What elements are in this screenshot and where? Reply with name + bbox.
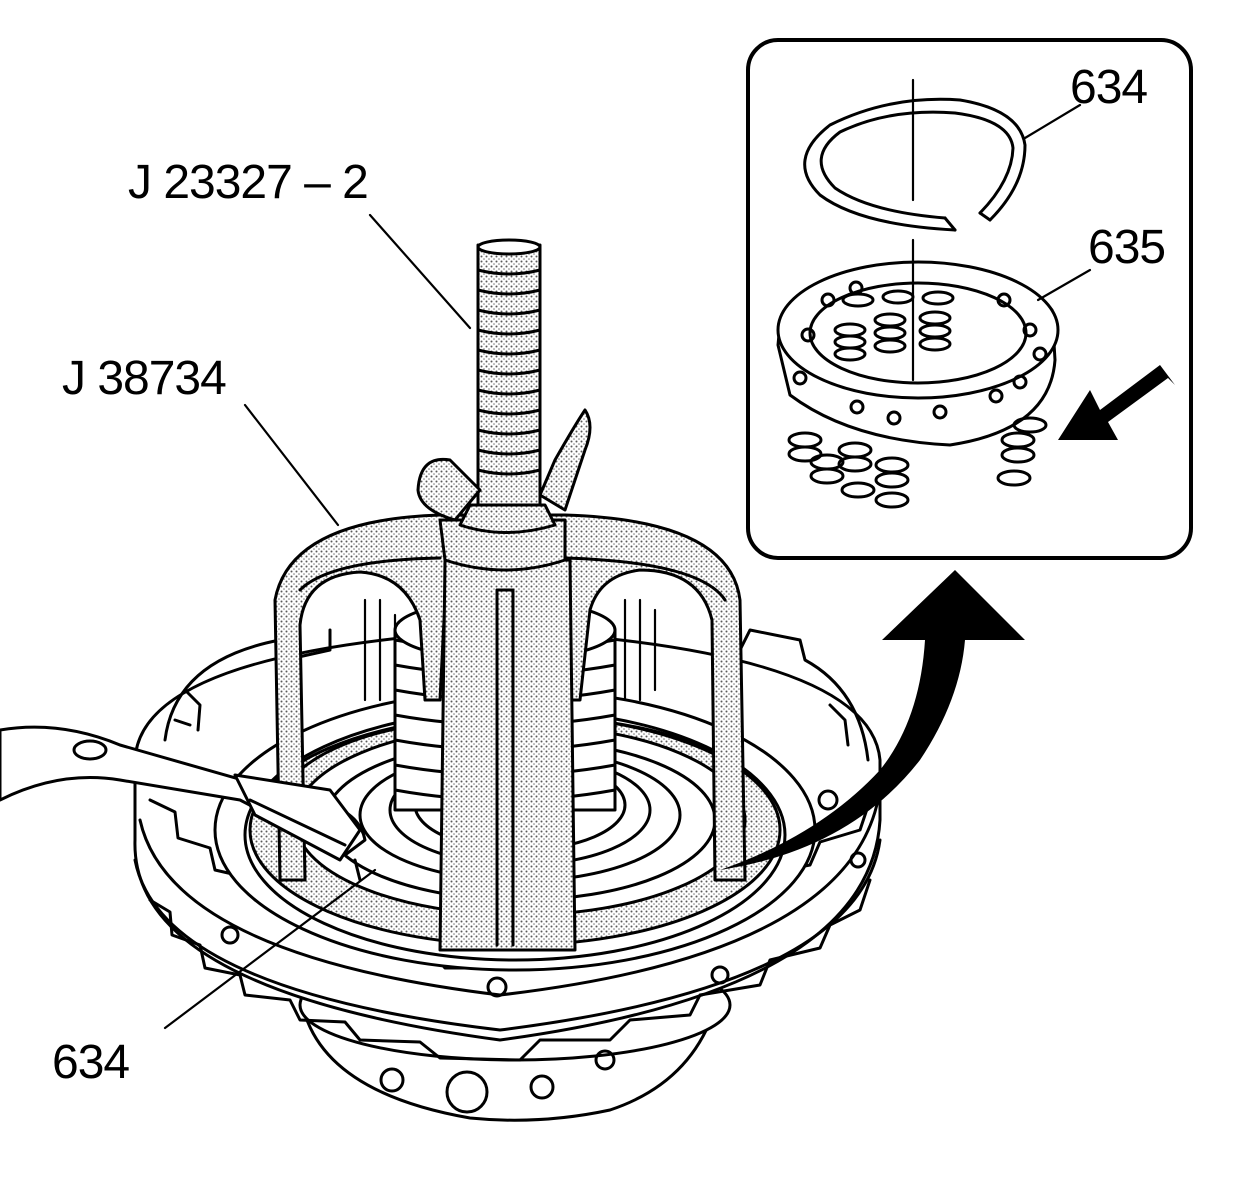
detail-arrow [720,570,1025,870]
fixture-j38734 [273,513,747,952]
label-635-inset: 635 [1088,221,1165,274]
label-634-main: 634 [52,1036,129,1089]
leader-lines [163,103,1092,1030]
inset-arrow [1058,365,1175,440]
compressor-j23327 [416,238,592,572]
label-j23327: J 23327 – 2 [128,156,368,209]
label-j38734: J 38734 [62,352,226,405]
label-634-inset: 634 [1070,61,1147,114]
inset-spring-plate [776,78,1060,509]
inset-snap-ring [803,97,1027,232]
snap-ring-pliers [0,725,367,882]
inset-detail [746,38,1193,560]
